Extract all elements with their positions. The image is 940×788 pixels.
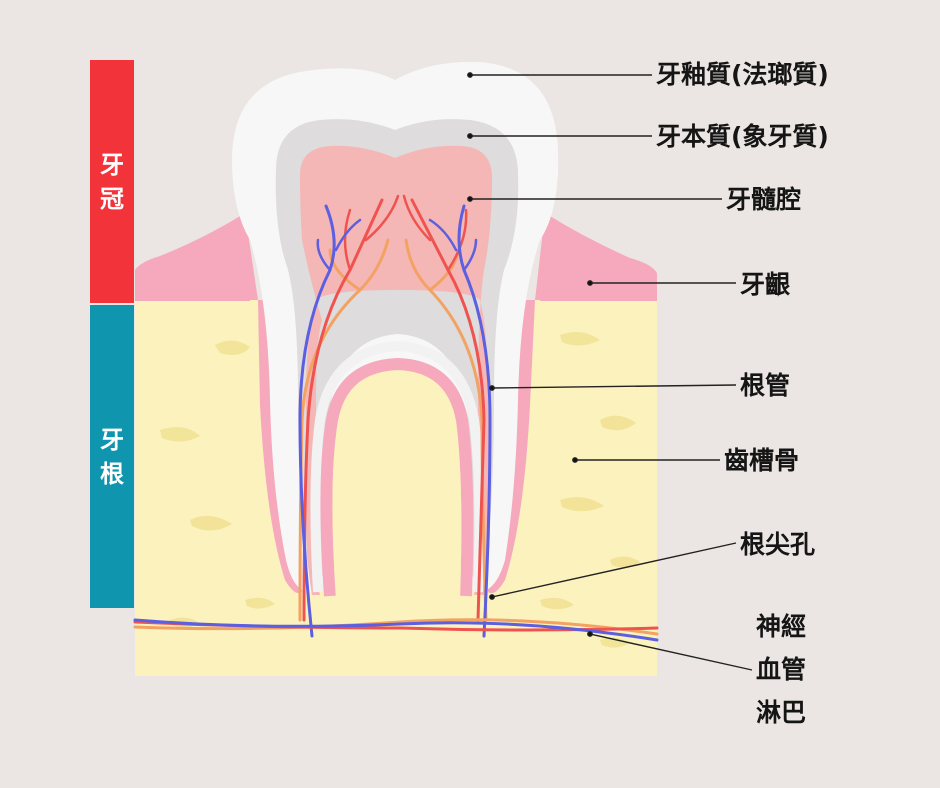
- crown-label-char-2: 冠: [100, 184, 124, 213]
- root-label-char-1: 牙: [100, 425, 124, 454]
- crown-label-char-1: 牙: [100, 150, 124, 179]
- label-lymph: 淋巴: [756, 698, 807, 727]
- root-bar: 牙 根: [90, 305, 134, 608]
- nerve-vessel-bundle: [133, 618, 659, 642]
- label-gum: 牙齦: [740, 270, 791, 299]
- label-dentin: 牙本質(象牙質): [656, 122, 829, 151]
- pulp-vessels: [298, 194, 492, 638]
- label-nerve: 神經: [756, 612, 807, 641]
- gum: [135, 213, 302, 594]
- root-cleft-lining: [310, 340, 485, 593]
- root-label-char-2: 根: [100, 459, 124, 488]
- leader-lines: [467, 72, 753, 671]
- crown-bar: 牙 冠: [90, 60, 134, 303]
- label-pulp-chamber: 牙髓腔: [726, 185, 802, 214]
- label-alveolar-bone: 齒槽骨: [724, 446, 800, 475]
- label-apical-foramen: 根尖孔: [740, 530, 816, 559]
- root-cleft-bone: [332, 372, 462, 600]
- label-blood-vessel: 血管: [756, 655, 807, 684]
- label-root-canal: 根管: [740, 371, 791, 400]
- gum-right: [488, 213, 657, 594]
- label-enamel: 牙釉質(法瑯質): [656, 60, 829, 89]
